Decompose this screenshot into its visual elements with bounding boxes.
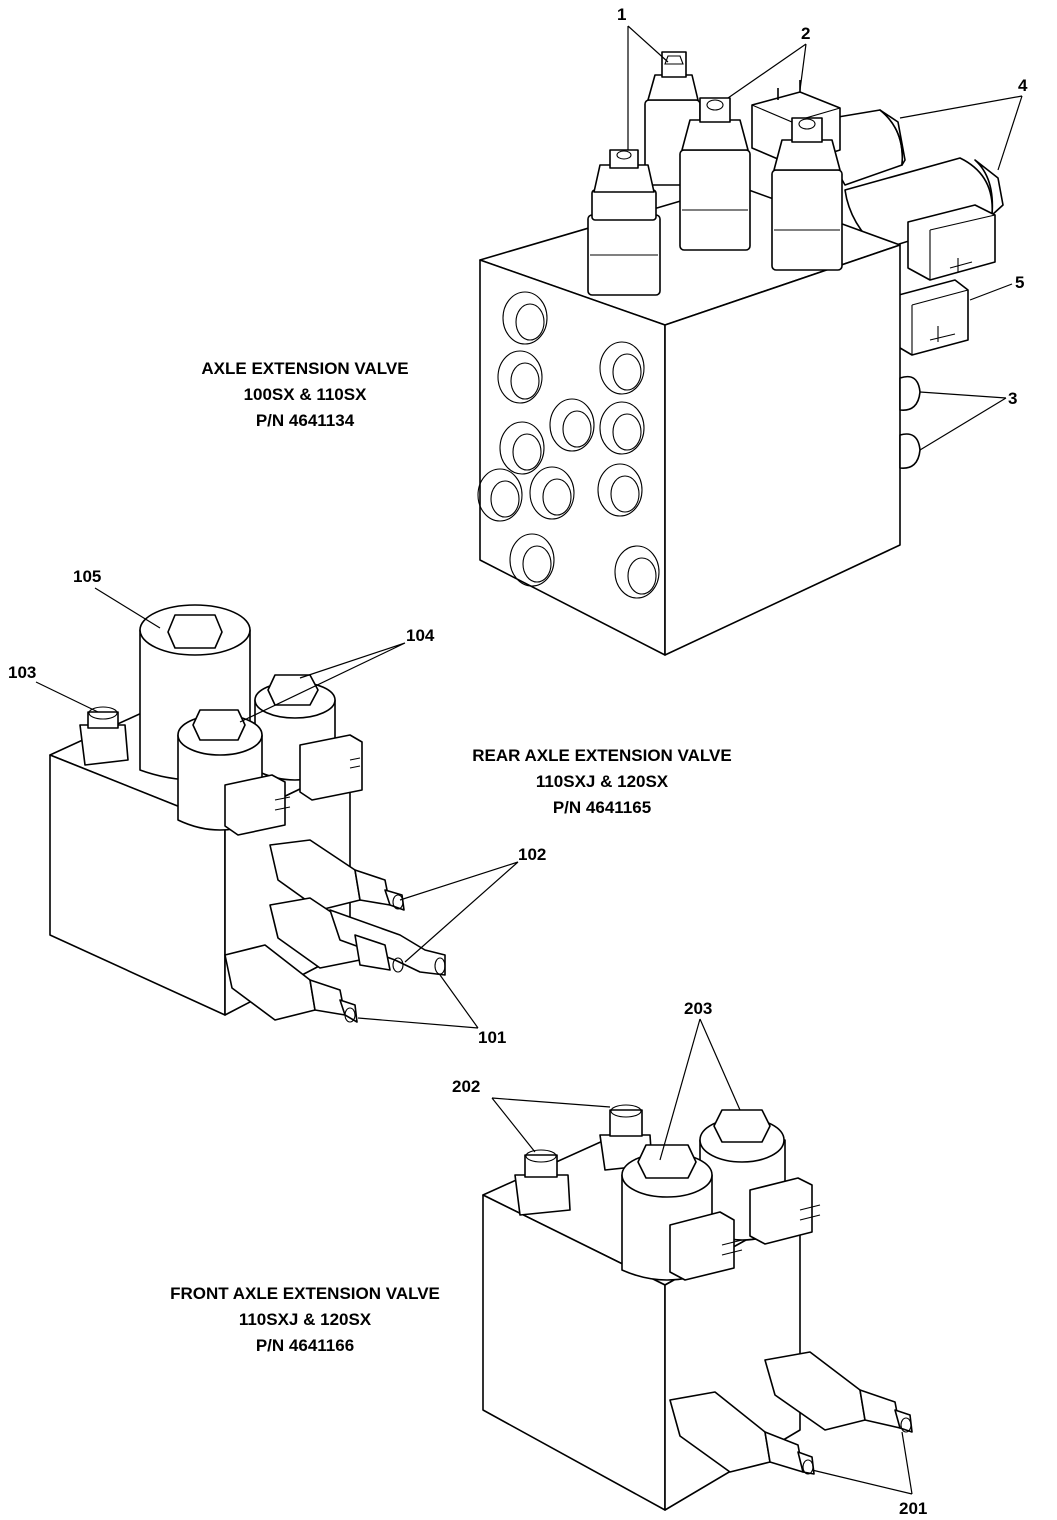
cartridge-1-front [587,149,661,296]
callout-numbers: 1 2 3 4 5 101 102 103 104 105 201 202 20… [8,5,1028,1518]
callout-3: 3 [1008,389,1017,408]
assembly-part-number: P/N 4641165 [552,798,652,817]
callout-4: 4 [1018,76,1028,95]
cartridge-2-middle [679,97,751,251]
assembly-models: 110SXJ & 120SX [238,1310,372,1329]
callout-5: 5 [1015,273,1024,292]
callout-203: 203 [684,999,712,1018]
assembly-models: 110SXJ & 120SX [535,772,669,791]
callout-104: 104 [406,626,435,645]
relief-cartridge-102-lower [269,897,446,976]
assembly-title: REAR AXLE EXTENSION VALVE [472,746,732,765]
cartridge-2-right [771,117,843,271]
axle-extension-valve-drawing [477,51,1004,656]
coil-104-rear [254,674,363,801]
plug-202-front [514,1149,571,1216]
callout-2: 2 [801,24,810,43]
caption-rear-axle-extension-valve: REAR AXLE EXTENSION VALVE 110SXJ & 120SX… [422,743,782,821]
callout-102: 102 [518,845,546,864]
coil-203-rear [699,1109,821,1245]
callout-103: 103 [8,663,36,682]
port-plug-3 [899,375,921,469]
relief-cartridge-201-lower [669,1391,815,1475]
relief-cartridge-101 [224,944,358,1023]
callout-202: 202 [452,1077,480,1096]
callout-101: 101 [478,1028,506,1047]
assembly-models: 100SX & 110SX [243,385,367,404]
relief-cartridge-201-upper [764,1351,913,1433]
caption-front-axle-extension-valve: FRONT AXLE EXTENSION VALVE 110SXJ & 120S… [125,1281,485,1359]
callout-201: 201 [899,1499,927,1518]
coil-104-front [177,709,291,836]
assembly-title: FRONT AXLE EXTENSION VALVE [170,1284,440,1303]
valve-block-1 [477,184,921,656]
assembly-part-number: P/N 4641166 [255,1336,355,1355]
rear-axle-extension-valve-drawing [49,604,446,1023]
callout-1: 1 [617,5,626,24]
front-axle-extension-valve-drawing [482,1104,913,1511]
relief-cartridge-102-upper [269,839,405,911]
connector-5 [894,204,996,356]
plug-103 [79,706,129,766]
coil-203-front [621,1144,743,1281]
caption-axle-extension-valve: AXLE EXTENSION VALVE 100SX & 110SX P/N 4… [125,356,485,434]
callout-105: 105 [73,567,101,586]
assembly-part-number: P/N 4641134 [255,411,355,430]
leader-lines [35,25,1023,1495]
assembly-title: AXLE EXTENSION VALVE [201,359,409,378]
